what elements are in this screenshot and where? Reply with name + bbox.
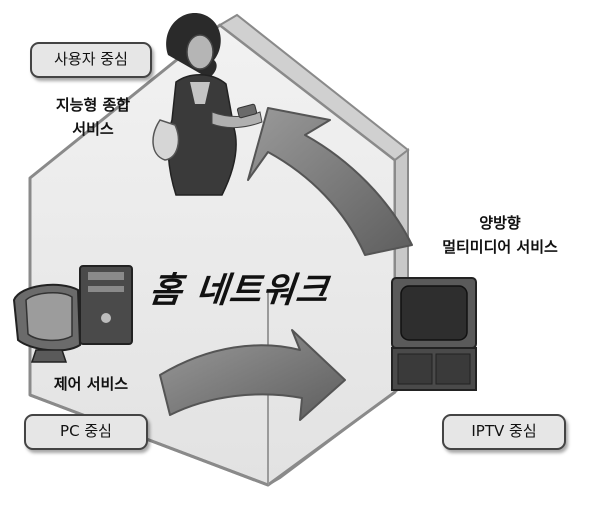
diagram-title: 홈 네트워크 xyxy=(147,271,331,311)
intelligent-service-line1: 지능형 종합 xyxy=(55,96,131,114)
tv-icon xyxy=(391,277,477,391)
control-service-label: 제어 서비스 xyxy=(53,375,129,393)
pc-icon xyxy=(12,265,133,363)
bidirectional-line2: 멀티미디어 서비스 xyxy=(442,238,558,256)
user-centric-tag: 사용자 중심 xyxy=(30,42,152,78)
curved-arrow-icon xyxy=(247,107,413,256)
intelligent-service-label: 지능형 종합 서비스 xyxy=(34,93,152,141)
pc-centric-tag: PC 중심 xyxy=(24,414,148,450)
curved-arrow-icon xyxy=(159,329,346,421)
bidirectional-multimedia-label: 양방향 멀티미디어 서비스 xyxy=(414,211,586,259)
woman-icon xyxy=(152,13,263,196)
intelligent-service-line2: 서비스 xyxy=(72,120,114,138)
bidirectional-line1: 양방향 xyxy=(479,214,521,232)
iptv-centric-tag: IPTV 중심 xyxy=(442,414,566,450)
